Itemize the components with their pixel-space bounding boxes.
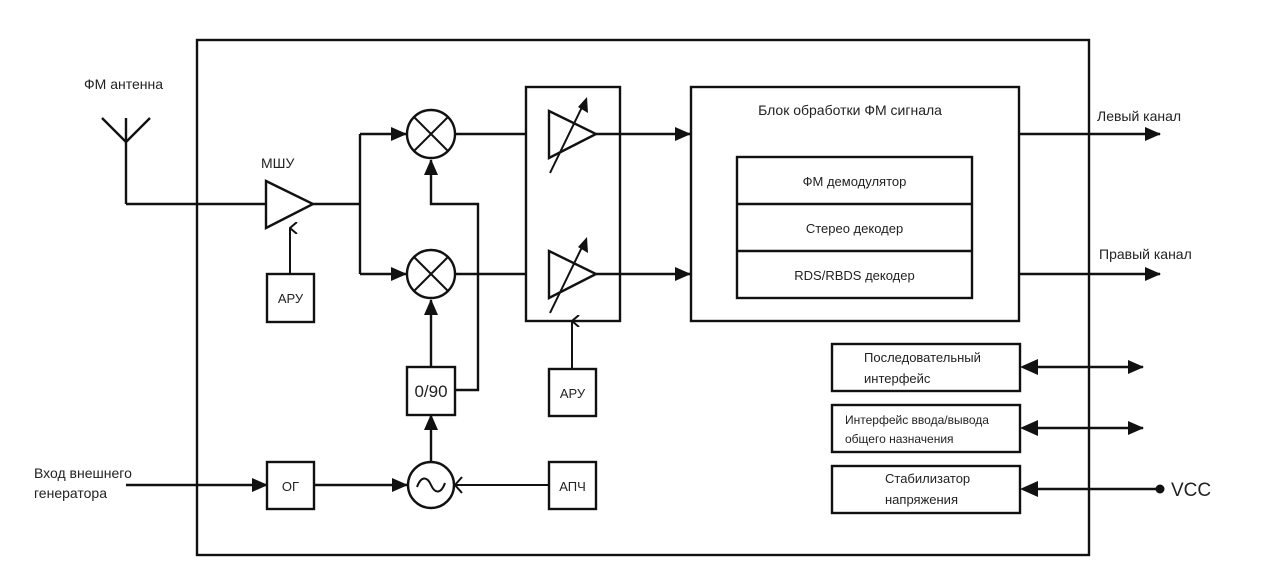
- oscillator-icon: [406, 460, 456, 510]
- reference-oscillator-block: [265, 460, 316, 511]
- serial-interface-label-1: Последовательный: [864, 350, 981, 365]
- agc-lna-block: [265, 272, 316, 324]
- agc-lna-label: АРУ: [278, 291, 304, 306]
- vcc-terminal-icon: [1155, 484, 1165, 494]
- vga-bottom-icon: [547, 237, 599, 314]
- agc-amp-label: АРУ: [560, 386, 586, 401]
- gpio-label-1: Интерфейс ввода/вывода: [845, 413, 989, 427]
- afc-label: АПЧ: [559, 479, 586, 494]
- phase-shifter-label: 0/90: [414, 382, 447, 401]
- regulator-label-1: Стабилизатор: [885, 471, 970, 486]
- afc-block: [547, 460, 598, 511]
- left-channel-label: Левый канал: [1097, 108, 1181, 124]
- gpio-block: [830, 403, 1022, 454]
- reference-oscillator-label: ОГ: [282, 479, 299, 494]
- right-channel-label: Правый канал: [1099, 246, 1192, 262]
- fm-processing-stack: [735, 155, 974, 300]
- lna-label: МШУ: [261, 155, 294, 171]
- voltage-regulator-block: [830, 464, 1022, 515]
- vcc-label: VCC: [1171, 480, 1211, 501]
- rds-decoder-label: RDS/RBDS декодер: [794, 268, 914, 283]
- serial-interface-label-2: интерфейс: [864, 371, 931, 386]
- antenna-label: ФМ антенна: [84, 76, 163, 92]
- vga-top-icon: [547, 97, 599, 174]
- mixer-i-icon: [405, 108, 457, 160]
- mixer-q-icon: [405, 248, 457, 300]
- antenna-icon: [101, 117, 151, 204]
- regulator-label-2: напряжения: [885, 492, 958, 507]
- lna-amplifier-icon: [264, 179, 316, 230]
- fm-demodulator-label: ФМ демодулятор: [803, 174, 907, 189]
- agc-amp-block: [547, 367, 598, 418]
- stereo-decoder-label: Стерео декодер: [806, 221, 903, 236]
- fm-processing-title: Блок обработки ФМ сигнала: [758, 102, 942, 118]
- serial-interface-block: [830, 342, 1022, 393]
- external-generator-label-1: Вход внешнего: [34, 465, 132, 481]
- afc-arrowhead: [453, 476, 463, 494]
- gpio-label-2: общего назначения: [845, 432, 954, 446]
- wire-phase-to-mixer-i: [424, 159, 480, 392]
- external-generator-label-2: генератора: [34, 485, 107, 501]
